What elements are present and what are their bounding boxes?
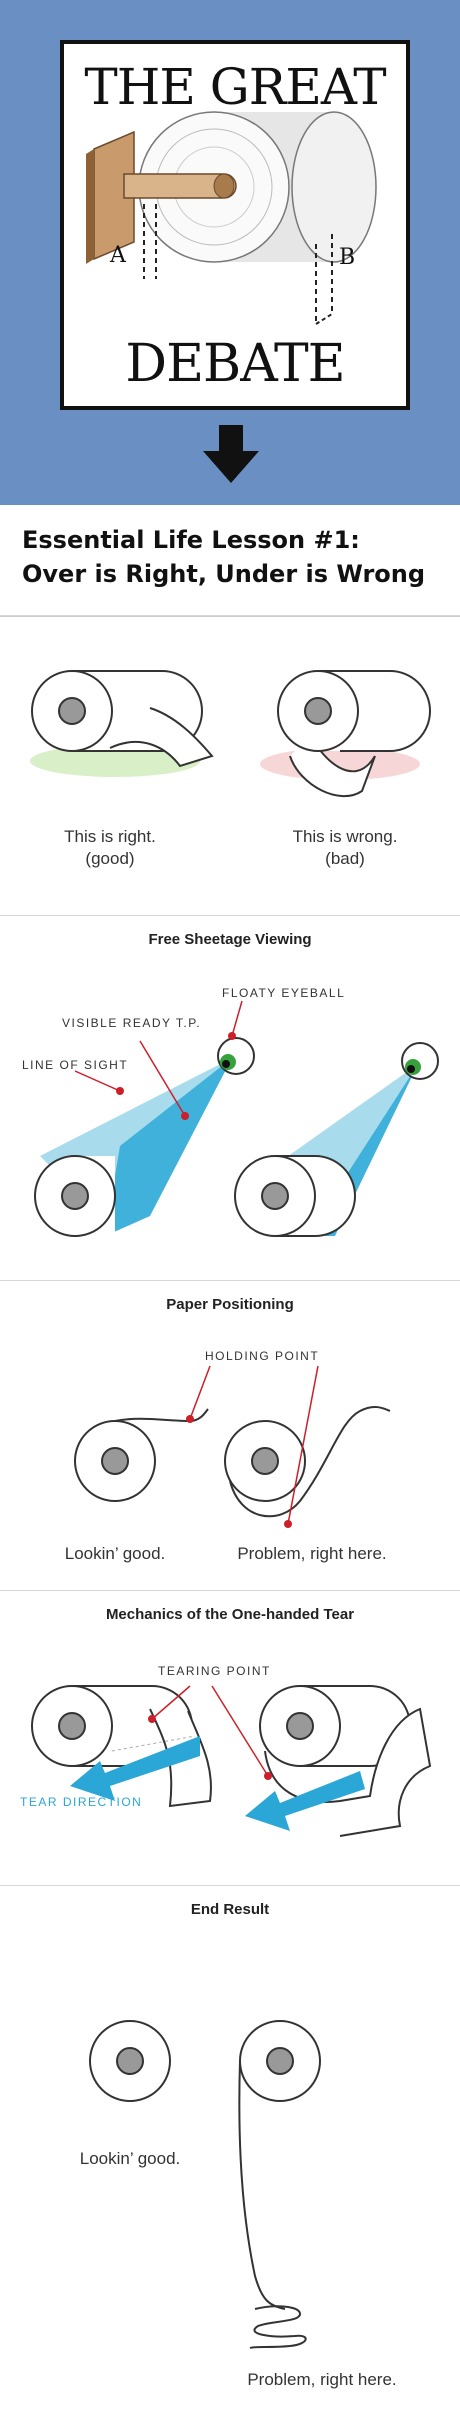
floaty-eyeball-label: FLOATY EYEBALL	[222, 986, 346, 1000]
panel-free-sheetage: Free Sheetage Viewing	[0, 915, 460, 1281]
panel-end-result: End Result Lookin’ good. Problem, right …	[0, 1885, 460, 2421]
panel3-title: Paper Positioning	[166, 1296, 294, 1313]
down-arrow-icon	[203, 425, 259, 483]
sight-line-illustration	[34, 1000, 439, 1237]
tear-direction-label: TEAR DIRECTION	[20, 1795, 143, 1809]
panel5-title: End Result	[190, 1901, 270, 1918]
right-caption: This is right.	[64, 827, 156, 846]
panel4-title: Mechanics of the One-handed Tear	[105, 1606, 355, 1623]
lesson-header: Essential Life Lesson #1: Over is Right,…	[0, 505, 460, 617]
panel-paper-positioning: Paper Positioning HOLDING POINT Lookin’ …	[0, 1280, 460, 1591]
poster-title-top: THE GREAT	[84, 58, 386, 116]
label-b: B	[339, 245, 355, 270]
good-position-caption: Lookin’ good.	[64, 1544, 166, 1563]
right-subcaption: (good)	[85, 849, 135, 868]
header-banner: THE GREAT A B	[0, 0, 460, 505]
tearing-point-label: TEARING POINT	[158, 1664, 271, 1678]
bad-position-caption: Problem, right here.	[237, 1544, 387, 1563]
line-of-sight-label: LINE OF SIGHT	[22, 1058, 129, 1072]
great-debate-poster: THE GREAT A B	[60, 40, 410, 410]
holding-point-label: HOLDING POINT	[205, 1349, 320, 1363]
wrong-subcaption: (bad)	[325, 849, 365, 868]
end-bad-caption: Problem, right here.	[247, 2370, 397, 2389]
panel-one-handed-tear: Mechanics of the One-handed Tear TEARING…	[0, 1590, 460, 1886]
end-good-caption: Lookin’ good.	[79, 2149, 181, 2168]
paper-positioning-illustration	[74, 1365, 391, 1528]
toilet-paper-holder-illustration: A B	[86, 111, 377, 325]
lesson-title: Essential Life Lesson #1: Over is Right,…	[22, 526, 426, 588]
end-result-illustration	[89, 2020, 321, 2349]
tear-mechanics-illustration	[31, 1685, 432, 1837]
visible-tp-label: VISIBLE READY T.P.	[62, 1016, 202, 1030]
over-under-illustration	[30, 670, 431, 797]
poster-title-bottom: DEBATE	[125, 334, 345, 394]
panel2-title: Free Sheetage Viewing	[148, 931, 312, 948]
label-a: A	[109, 243, 127, 268]
panel-over-under: This is right. (good) This is wrong. (ba…	[0, 615, 460, 916]
wrong-caption: This is wrong.	[292, 827, 398, 846]
